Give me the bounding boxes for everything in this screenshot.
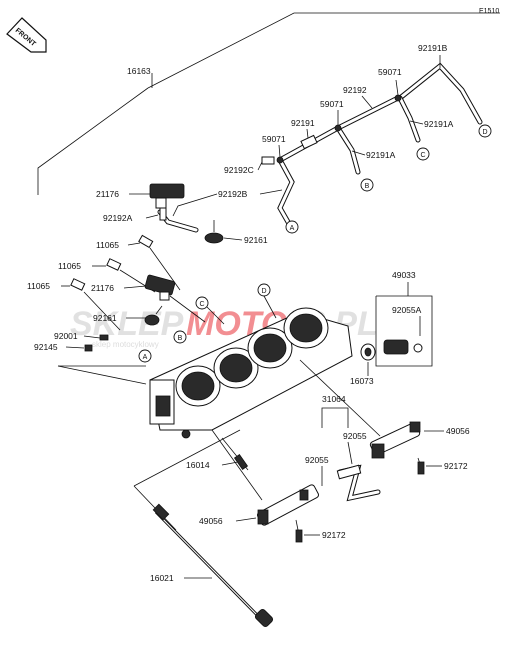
watermark-tagline: sklep motocyklowy: [92, 340, 159, 349]
marker-c-body-label: C: [199, 301, 204, 308]
label-11065-a: 11065: [96, 240, 119, 250]
label-92191B: 92191B: [418, 43, 448, 53]
marker-d-top-label: D: [482, 129, 487, 136]
marker-b-body-label: B: [178, 335, 183, 342]
label-92161-top: 92161: [244, 235, 268, 245]
body-markers: D C B A: [138, 283, 277, 363]
injector-rail-49056-left: 49056 92172: [199, 484, 346, 543]
label-92191: 92191: [291, 118, 315, 128]
label-11065-b: 11065: [58, 261, 81, 271]
label-92192A: 92192A: [103, 213, 133, 223]
sensor-21176-mid: 21176: [91, 274, 206, 323]
oring-16073: 16073: [350, 343, 376, 386]
watermark-text-left: SKLEP: [70, 305, 184, 343]
throttle-body-assembly: [149, 307, 353, 439]
bolts-92001-92145: 92001 92145: [34, 331, 147, 385]
label-16014: 16014: [186, 460, 210, 470]
label-92192B: 92192B: [218, 189, 248, 199]
label-92192: 92192: [343, 85, 367, 95]
label-31064: 31064: [322, 394, 346, 404]
sensor-21176-top: [149, 183, 185, 221]
marker-b-body: [173, 330, 187, 344]
label-92055A: 92055A: [392, 305, 422, 315]
label-92172-left: 92172: [322, 530, 346, 540]
diagram-code: E1510: [479, 8, 499, 15]
vacuum-hose-network: [157, 62, 483, 233]
throttle-shaft-16021: 16021: [133, 429, 274, 628]
plugs-11065: 11065 11065 11065: [27, 234, 181, 331]
marker-a-body: [138, 349, 152, 363]
label-92192C: 92192C: [224, 165, 254, 175]
label-92172-right: 92172: [444, 461, 468, 471]
label-16021: 16021: [150, 573, 174, 583]
injector-rail-49056-right: 49056 92172: [369, 421, 470, 475]
label-11065-c: 11065: [27, 281, 50, 291]
throttle-bore-4: [283, 307, 329, 349]
throttle-bore-2: [213, 347, 259, 389]
label-92055-right: 92055: [343, 431, 367, 441]
fuel-line-31064: 31064 92055 92055: [305, 394, 381, 502]
label-92191A-mid: 92191A: [366, 150, 396, 160]
label-59071-mid: 59071: [320, 99, 344, 109]
label-92161-mid: 92161: [93, 313, 117, 323]
marker-c-top: [416, 147, 430, 161]
label-92001: 92001: [54, 331, 78, 341]
marker-d-top: [478, 124, 492, 138]
marker-d-body-label: D: [261, 288, 266, 295]
hose-end-markers: D C B A: [285, 124, 492, 234]
marker-c-body: [195, 296, 209, 310]
upper-labels: 92191B 59071 92192 92191A 59071 92191 92…: [96, 43, 454, 245]
label-16163: 16163: [127, 66, 151, 76]
label-49056-right: 49056: [446, 426, 470, 436]
label-92145: 92145: [34, 342, 58, 352]
label-92055-left: 92055: [305, 455, 329, 465]
label-21176-mid: 21176: [91, 283, 114, 293]
throttle-bore-3: [247, 327, 293, 369]
label-59071-low: 59071: [262, 134, 286, 144]
label-16073: 16073: [350, 376, 374, 386]
screw-92161-top: [204, 220, 224, 244]
assembly-bracket-16163: 16163: [37, 12, 500, 195]
sensor-49033-group: 49033 92055A: [375, 270, 433, 367]
marker-b-top-label: B: [365, 183, 370, 190]
throttle-bore-1: [175, 365, 221, 407]
marker-a-body-label: A: [143, 354, 148, 361]
marker-a-top: [285, 220, 299, 234]
marker-a-top-label: A: [290, 225, 295, 232]
leader-lines: [211, 359, 381, 501]
label-59071-top: 59071: [378, 67, 402, 77]
label-49056-left: 49056: [199, 516, 223, 526]
label-49033: 49033: [392, 270, 416, 280]
front-arrow-icon: FRONT: [6, 17, 47, 53]
marker-b-top: [360, 178, 374, 192]
label-92191A-right: 92191A: [424, 119, 454, 129]
label-21176-top: 21176: [96, 189, 119, 199]
marker-c-top-label: C: [420, 152, 425, 159]
screw-92161-mid: 92161: [93, 305, 163, 326]
